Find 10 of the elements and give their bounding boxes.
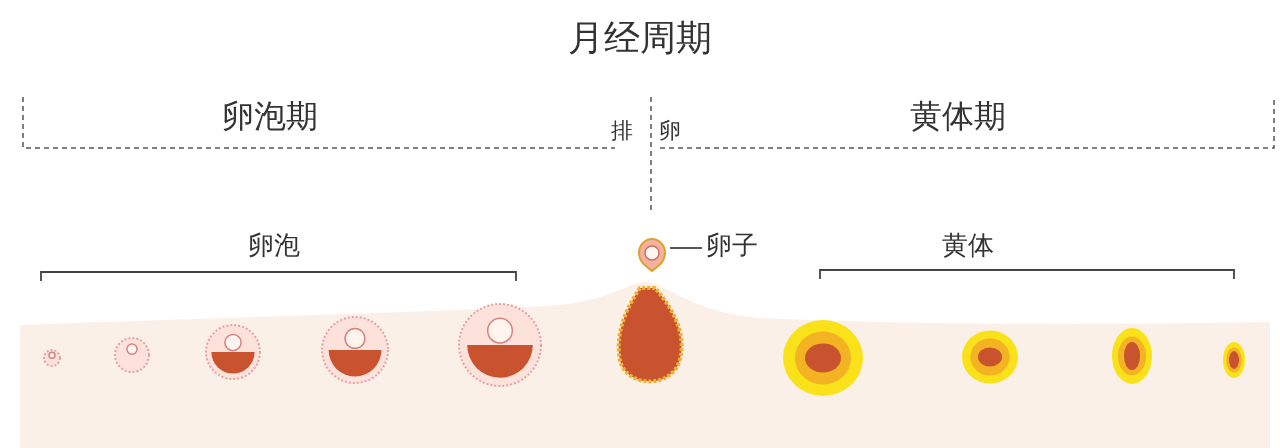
phase-label: 卵泡期	[222, 100, 318, 132]
leader-line	[669, 247, 703, 249]
phase-label: 黄体期	[910, 100, 1006, 132]
bracket-label: 卵泡	[248, 232, 300, 258]
title: 月经周期	[567, 20, 713, 56]
callout-text: 卵子	[706, 232, 758, 258]
phase-label: 排	[611, 120, 633, 142]
bracket-label: 黄体	[942, 232, 994, 258]
egg-cell-drawing	[638, 238, 666, 272]
phase-label: 卵	[659, 120, 681, 142]
